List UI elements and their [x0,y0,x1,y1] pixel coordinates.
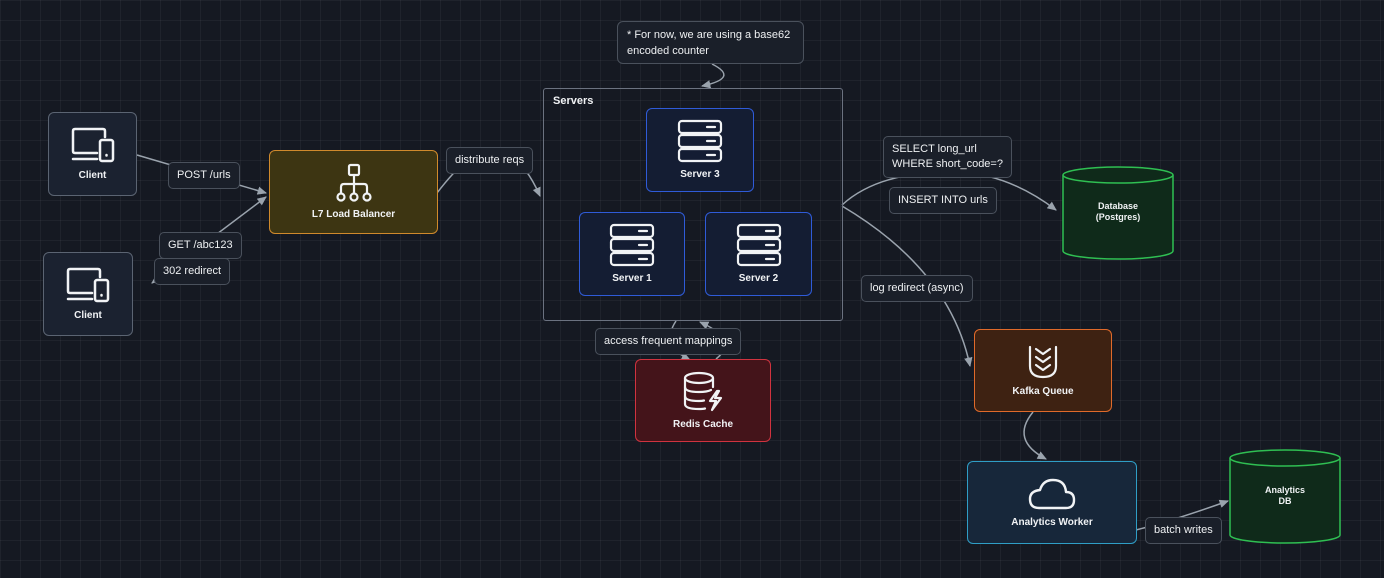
client-bottom-label: Client [74,310,102,321]
servers-group[interactable]: Servers [543,88,843,321]
database-node[interactable]: Database (Postgres) [1061,165,1175,261]
kafka-queue-node[interactable]: Kafka Queue [974,329,1112,412]
analytics-db-label: Analytics DB [1264,485,1306,506]
client-top-node[interactable]: Client [48,112,137,196]
edge-label-batch-writes: batch writes [1145,517,1222,544]
redis-cache-node[interactable]: Redis Cache [635,359,771,442]
load-balancer-label: L7 Load Balancer [311,209,396,220]
devices-icon [66,267,110,303]
edge-label-insert-query: INSERT INTO urls [889,187,997,214]
analytics-worker-label: Analytics Worker [1011,516,1093,528]
analytics-worker-node[interactable]: Analytics Worker [967,461,1137,544]
edge-label-get-abc123: GET /abc123 [159,232,242,259]
server-icon [736,223,781,267]
client-top-label: Client [78,170,107,181]
server-3-label: Server 3 [680,169,720,180]
edge-label-select-query: SELECT long_url WHERE short_code=? [883,136,1012,178]
server-1-node[interactable]: Server 1 [579,212,685,296]
kafka-queue-label: Kafka Queue [1012,385,1074,397]
edge-label-distribute-reqs: distribute reqs [446,147,534,174]
database-label: Database (Postgres) [1095,201,1141,222]
server-2-label: Server 2 [738,273,779,284]
edge-label-post-urls: POST /urls [168,162,240,189]
server-icon [677,119,723,163]
redis-cache-label: Redis Cache [672,418,734,430]
client-bottom-node[interactable]: Client [43,252,133,336]
cylinder-shape [1062,166,1174,260]
design-note-text: * For now, we are using a base62 encoded… [627,29,791,57]
sitemap-icon [335,163,372,202]
database-bolt-icon [683,371,723,411]
cloud-icon [1028,478,1076,509]
cylinder-shape [1229,449,1341,544]
design-note: * For now, we are using a base62 encoded… [617,21,804,64]
server-icon [609,223,655,267]
servers-group-title: Servers [553,95,594,107]
server-1-label: Server 1 [612,273,652,284]
devices-icon [71,127,114,163]
analytics-db-node[interactable]: Analytics DB [1228,448,1342,545]
server-2-node[interactable]: Server 2 [705,212,812,296]
edge-label-302-redirect: 302 redirect [154,258,231,285]
edge-label-log-redirect: log redirect (async) [861,275,973,302]
edge-label-access-cache: access frequent mappings [595,328,742,355]
queue-icon [1028,345,1058,378]
load-balancer-node[interactable]: L7 Load Balancer [269,150,438,234]
edge-note-to-servers [700,63,725,89]
server-3-node[interactable]: Server 3 [646,108,754,192]
edge-kafka-to-worker [1023,411,1047,460]
